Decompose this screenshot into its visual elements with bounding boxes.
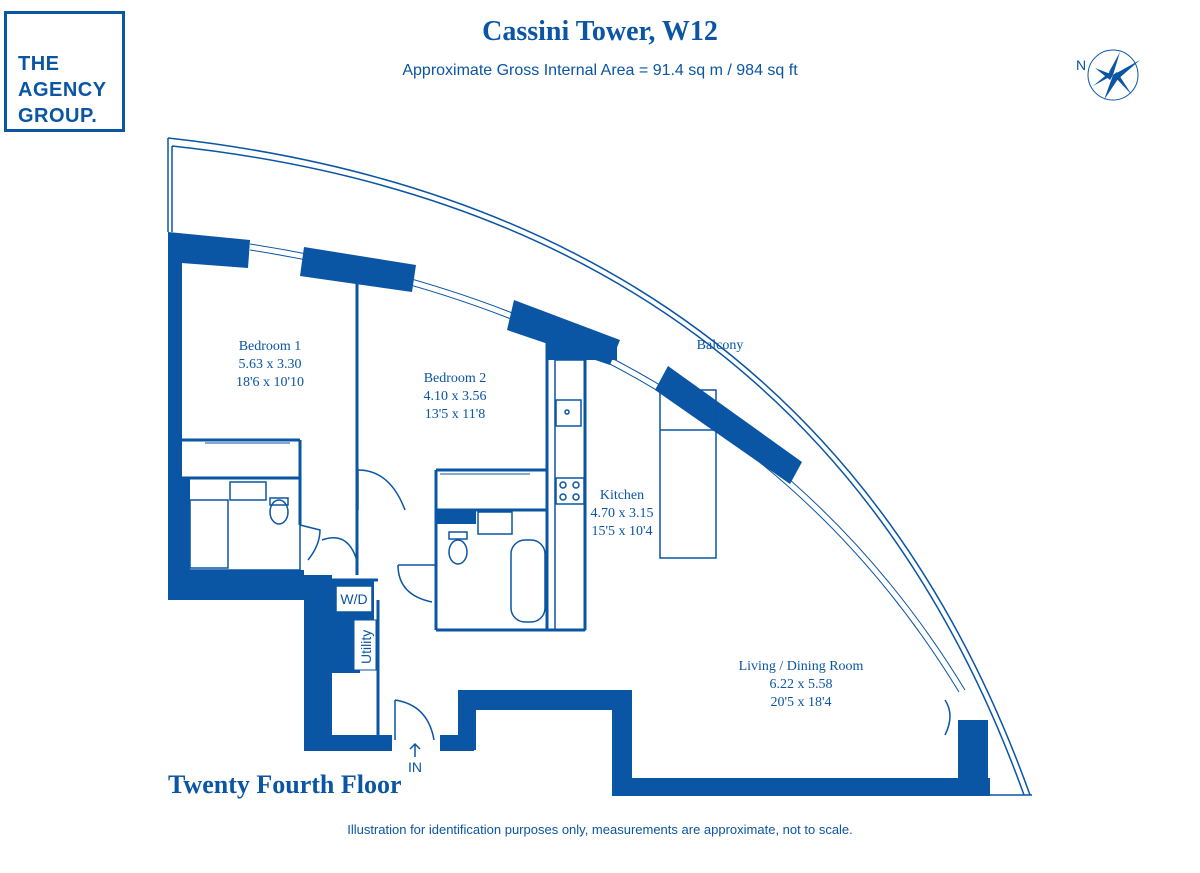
entrance-arrow-icon — [409, 742, 421, 757]
bathroom-2-wall — [436, 510, 476, 524]
logo-line-3: GROUP. — [18, 105, 98, 127]
wd-label: W/D — [340, 591, 367, 607]
bedroom-1-label: Bedroom 1 5.63 x 3.30 18'6 x 10'10 — [236, 339, 304, 390]
living-dining-name: Living / Dining Room — [739, 659, 864, 674]
entrance-label: IN — [408, 759, 422, 775]
living-dining-metric: 6.22 x 5.58 — [770, 677, 833, 692]
kitchen-name: Kitchen — [600, 488, 644, 503]
kitchen-imperial: 15'5 x 10'4 — [591, 524, 652, 539]
utility-label: Utility — [358, 630, 374, 664]
bedroom-2-label: Bedroom 2 4.10 x 3.56 13'5 x 11'8 — [424, 371, 487, 422]
kitchen-metric: 4.70 x 3.15 — [591, 506, 654, 521]
bedroom-1-metric: 5.63 x 3.30 — [239, 357, 302, 372]
bathroom-2 — [448, 511, 546, 623]
compass-north-label: N — [1076, 57, 1086, 73]
bedroom-2-metric: 4.10 x 3.56 — [424, 389, 487, 404]
disclaimer-footnote: Illustration for identification purposes… — [347, 822, 853, 837]
wd-unit — [335, 585, 373, 613]
bedroom-2-name: Bedroom 2 — [424, 371, 487, 386]
bathroom-1 — [181, 477, 301, 571]
living-dining-label: Living / Dining Room 6.22 x 5.58 20'5 x … — [739, 659, 864, 710]
door-swings — [299, 469, 951, 741]
outer-walls — [168, 260, 990, 796]
compass-icon — [1087, 49, 1140, 101]
utility-cupboard — [353, 619, 377, 671]
kitchen-units — [554, 359, 717, 631]
balcony-outline — [167, 137, 1032, 796]
bedroom-1-imperial: 18'6 x 10'10 — [236, 375, 304, 390]
logo-line-1: THE — [18, 53, 60, 75]
property-title: Cassini Tower, W12 — [482, 16, 718, 47]
area-subtitle: Approximate Gross Internal Area = 91.4 s… — [402, 62, 798, 79]
bathroom-1-wall — [182, 478, 190, 570]
kitchen-label: Kitchen 4.70 x 3.15 15'5 x 10'4 — [591, 488, 654, 539]
living-dining-imperial: 20'5 x 18'4 — [770, 695, 831, 710]
bedroom-2-imperial: 13'5 x 11'8 — [425, 407, 486, 422]
bedroom-1-name: Bedroom 1 — [239, 339, 302, 354]
logo-line-2: AGENCY — [18, 79, 107, 101]
wardrobes — [205, 442, 530, 475]
floor-label: Twenty Fourth Floor — [168, 770, 402, 799]
balcony-label: Balcony — [697, 338, 744, 353]
agency-logo: THE AGENCY GROUP. — [4, 11, 125, 132]
